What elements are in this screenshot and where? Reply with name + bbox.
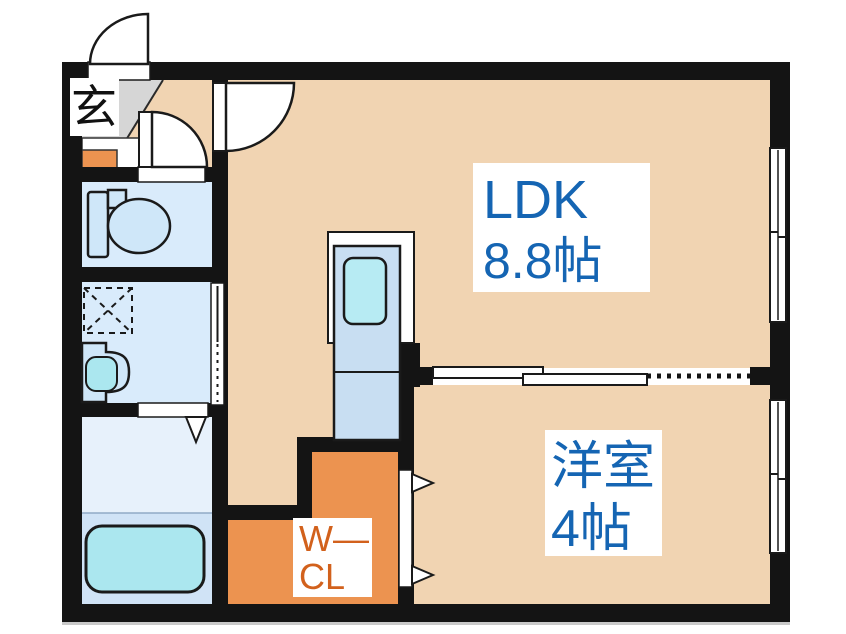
ldk-door-leaf [212, 82, 227, 152]
closet-door-arrow-icon [411, 564, 436, 586]
washbasin-sink-icon [85, 356, 118, 392]
washing-machine-area-icon [83, 287, 133, 334]
wall-toilet-washroom [82, 267, 228, 282]
partition-stub-right [750, 367, 773, 385]
western-room-name-text: 洋室 [551, 438, 655, 496]
closet-label-line2: CL [299, 556, 345, 597]
bathroom-folding-door-icon [184, 416, 208, 445]
toilet-door-threshold [137, 166, 206, 183]
entrance-mat [81, 149, 118, 169]
partition-stub-left [398, 367, 433, 385]
wall-left [62, 62, 82, 622]
closet-door-opening [398, 469, 413, 588]
ldk-name-text: LDK [483, 170, 588, 230]
hallway-floor-lower [228, 437, 297, 505]
room-label-closet: W— CL [293, 518, 372, 597]
window-ldk [769, 147, 787, 323]
ldk-door-arc [224, 81, 296, 153]
closet-label-line1: W— [299, 518, 369, 559]
wall-closet-lower-top [212, 505, 312, 520]
bathtub-icon [84, 524, 206, 594]
toilet-door-arc [150, 110, 209, 169]
room-label-ldk: LDK 8.8帖 [473, 163, 650, 292]
kitchen-unit [327, 231, 415, 442]
wall-top [62, 62, 790, 80]
window-western-room [769, 399, 787, 554]
bathroom-door-threshold [137, 402, 209, 418]
sliding-door-panel [432, 366, 544, 379]
room-label-entrance: 玄 [70, 78, 119, 136]
western-room-size-text: 4帖 [551, 500, 632, 558]
entrance-label-text: 玄 [71, 81, 117, 133]
kitchen-sink-icon [342, 256, 388, 326]
room-label-western-room: 洋室 4帖 [545, 430, 662, 558]
entrance-door-arc [88, 12, 150, 66]
closet-door-arrow-icon [411, 472, 436, 494]
outer-wall-shadow [62, 622, 790, 625]
wall-closet-left [297, 437, 312, 520]
sliding-door-panel [522, 373, 648, 386]
tataki-edge-line [125, 79, 164, 141]
wall-bottom [62, 604, 790, 622]
toilet-icon [86, 188, 172, 259]
ldk-size-text: 8.8帖 [483, 233, 603, 289]
